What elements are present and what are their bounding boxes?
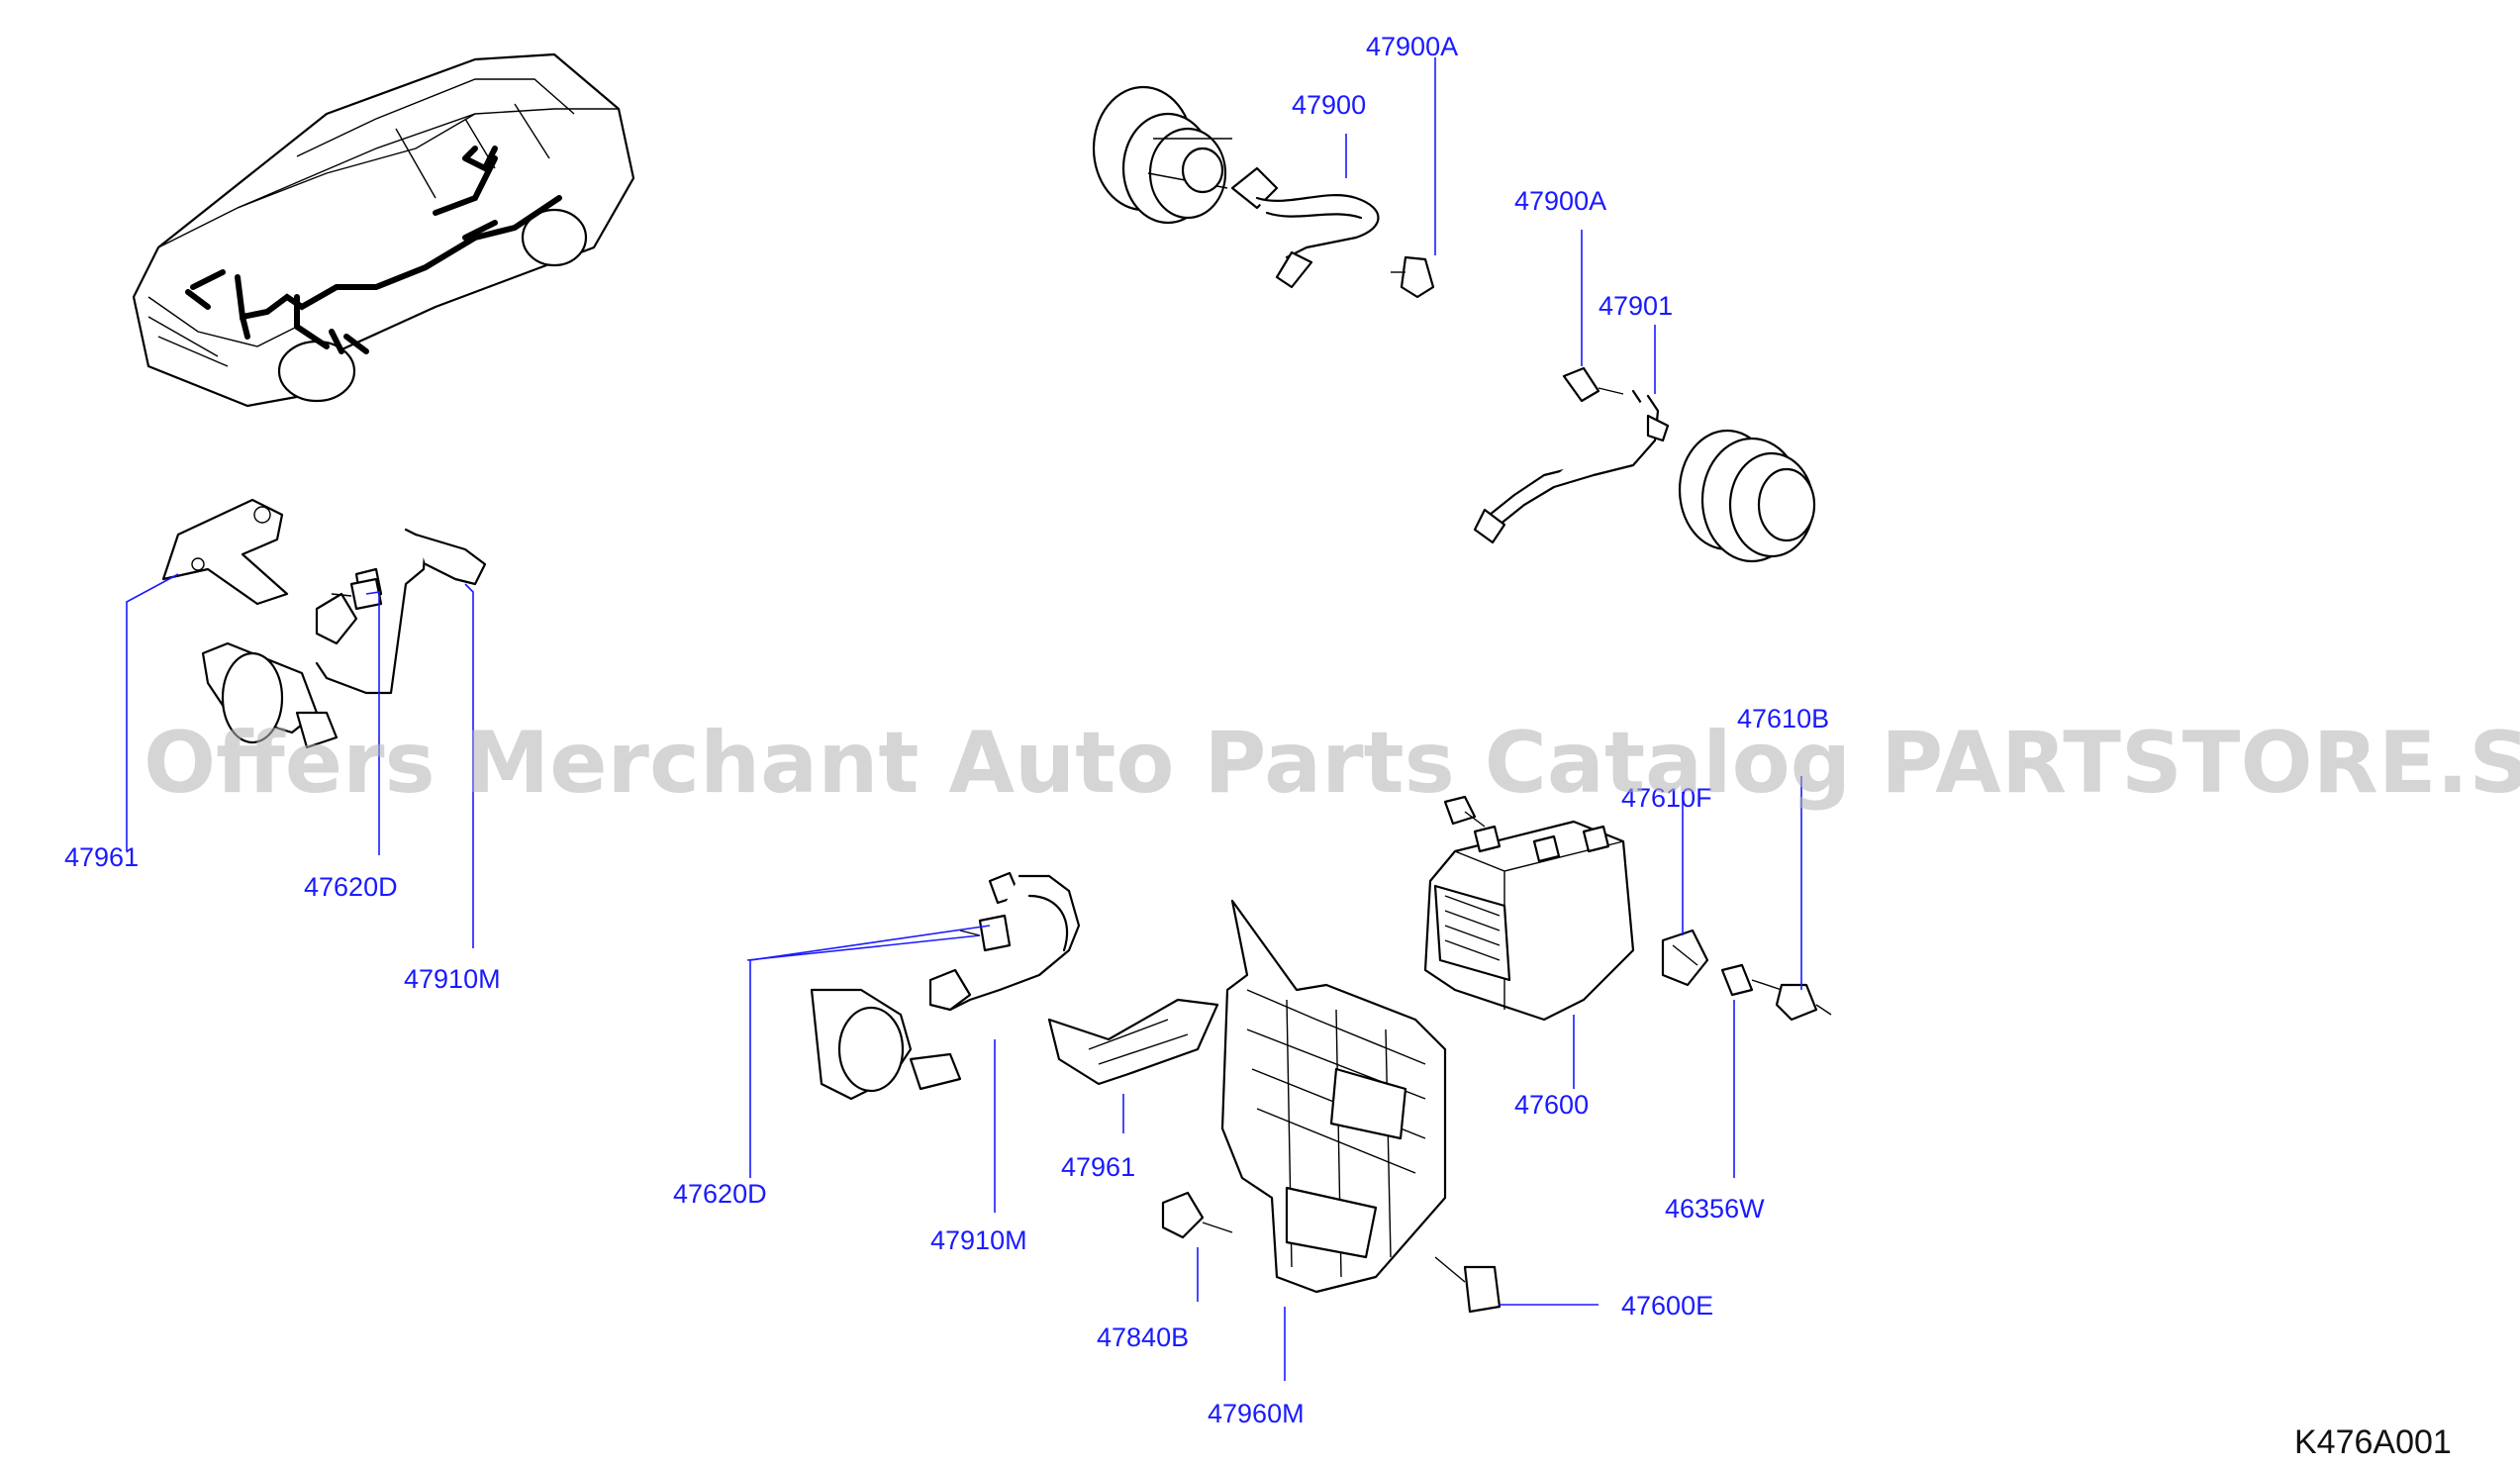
part-47600-actuator xyxy=(1423,795,1635,1022)
part-47900-assembly xyxy=(1092,85,1435,299)
label-47961-left[interactable]: 47961 xyxy=(64,842,139,872)
label-47960m[interactable]: 47960M xyxy=(1208,1399,1305,1428)
label-47620d-left[interactable]: 47620D xyxy=(304,872,398,902)
label-47900[interactable]: 47900 xyxy=(1292,90,1366,120)
label-47600e[interactable]: 47600E xyxy=(1621,1291,1713,1321)
part-47901-assembly xyxy=(1473,366,1816,563)
label-47900a-top[interactable]: 47900A xyxy=(1366,32,1458,61)
leader-lines xyxy=(126,57,1802,1381)
label-47961-bottom[interactable]: 47961 xyxy=(1061,1152,1135,1182)
label-47910m-left[interactable]: 47910M xyxy=(404,964,501,994)
label-46356w[interactable]: 46356W xyxy=(1665,1194,1765,1224)
part-47961-47910m-left xyxy=(161,498,487,749)
car-illustration xyxy=(132,52,635,408)
watermark-text: Offers Merchant Auto Parts Catalog PARTS… xyxy=(144,714,2520,813)
hardware-parts xyxy=(331,577,1832,1314)
label-47901[interactable]: 47901 xyxy=(1599,291,1673,321)
label-47840b[interactable]: 47840B xyxy=(1097,1322,1189,1352)
part-47620d-bottom-assembly xyxy=(810,871,1219,1101)
label-47600[interactable]: 47600 xyxy=(1514,1090,1589,1120)
label-47910m-bottom[interactable]: 47910M xyxy=(930,1225,1027,1255)
diagram-code: K476A001 xyxy=(2294,1423,2452,1461)
label-47900a-mid[interactable]: 47900A xyxy=(1514,186,1606,216)
label-47620d-bottom[interactable]: 47620D xyxy=(673,1179,767,1209)
label-47610f[interactable]: 47610F xyxy=(1621,783,1712,813)
label-47610b[interactable]: 47610B xyxy=(1737,704,1829,734)
part-47960m-bracket xyxy=(1220,899,1447,1294)
part-labels: 47900A 47900 47900A 47901 47961 47620D 4… xyxy=(64,32,1829,1428)
